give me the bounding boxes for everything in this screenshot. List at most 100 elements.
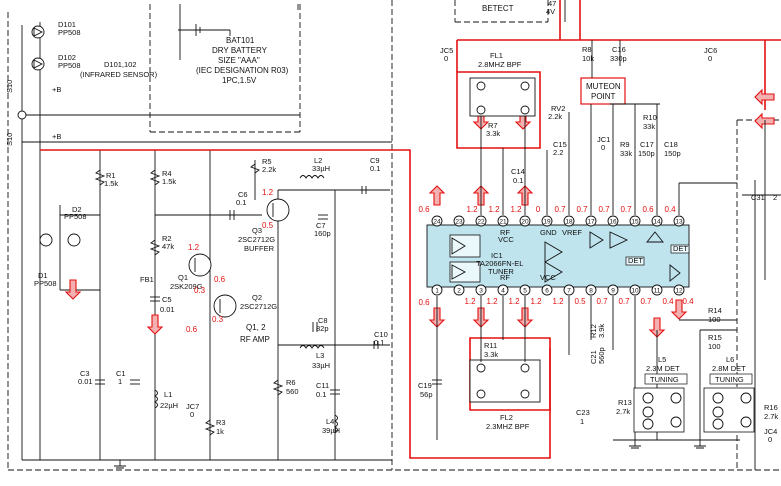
ground-icons bbox=[114, 440, 706, 469]
pin-18: 18 bbox=[565, 219, 573, 226]
c16-value: 330p bbox=[610, 54, 627, 63]
l6-tuning: TUNING bbox=[715, 375, 744, 384]
voltage-pin-13: 0.4 bbox=[664, 205, 676, 214]
q1-label: Q1 bbox=[178, 273, 188, 282]
jc4-label: JC4 bbox=[764, 427, 777, 436]
voltage-q1-s: 0.3 bbox=[194, 286, 206, 295]
d1-label: D1 bbox=[38, 271, 48, 280]
r7-label: R7 bbox=[488, 121, 498, 130]
voltage-pin-3: 1.2 bbox=[464, 297, 476, 306]
jc7-label: JC7 bbox=[186, 402, 199, 411]
battery-line-1: DRY BATTERY bbox=[212, 46, 268, 55]
battery-line-3: (IEC DESIGNATION R03) bbox=[196, 66, 289, 75]
r1-label: R1 bbox=[106, 171, 116, 180]
r16-value: 2.7k bbox=[764, 412, 778, 421]
fl1-value: 2.8MHZ BPF bbox=[478, 60, 522, 69]
c3-label: C3 bbox=[80, 369, 90, 378]
c14-value: 0.1 bbox=[513, 176, 523, 185]
l6-label: L6 bbox=[726, 355, 734, 364]
c10-value: 0.1 bbox=[374, 338, 384, 347]
pin-20: 20 bbox=[521, 219, 529, 226]
pin-22: 22 bbox=[477, 219, 485, 226]
signal-arrow-icons bbox=[64, 88, 775, 338]
jc6-label: JC6 bbox=[704, 46, 717, 55]
battery-line-2: SIZE "AAA" bbox=[218, 56, 260, 65]
voltage-pin-22: 1.2 bbox=[466, 205, 478, 214]
voltage-pin-5: 1.2 bbox=[508, 297, 520, 306]
c1-value: 1 bbox=[118, 377, 122, 386]
c15-value: 2.2 bbox=[553, 148, 563, 157]
c14-label: C14 bbox=[511, 167, 525, 176]
c17-value: 150p bbox=[638, 149, 655, 158]
pin-7: 7 bbox=[567, 288, 571, 295]
pin-9: 9 bbox=[611, 288, 615, 295]
ic1-vcc-label-2: VCC bbox=[540, 273, 556, 282]
led-icons bbox=[39, 233, 81, 247]
l5-tuning: TUNING bbox=[650, 375, 679, 384]
jc4-value: 0 bbox=[768, 435, 772, 444]
r10-value: 33k bbox=[643, 122, 655, 131]
l3-value: 33µH bbox=[312, 361, 330, 370]
ic1-vref-label: VREF bbox=[562, 228, 582, 237]
rf-amp-wiring bbox=[59, 150, 390, 460]
r12-value: 3.9k bbox=[597, 324, 606, 338]
voltage-pin-18: 0.7 bbox=[554, 205, 566, 214]
c18-label: C18 bbox=[664, 140, 678, 149]
pin-2: 2 bbox=[457, 288, 461, 295]
c21-label: C21 bbox=[589, 350, 598, 364]
voltage-pin-10: 0.7 bbox=[618, 297, 630, 306]
l6-tuning-box bbox=[709, 373, 753, 385]
c31-value: 2 bbox=[773, 193, 777, 202]
jc1-label: JC1 bbox=[597, 135, 610, 144]
pin-12: 12 bbox=[675, 288, 683, 295]
l5-label: L5 bbox=[658, 355, 666, 364]
l5-tuning-box bbox=[644, 373, 688, 385]
c18-value: 150p bbox=[664, 149, 681, 158]
l3-label: L3 bbox=[316, 351, 324, 360]
r12-label: R12 bbox=[589, 324, 598, 338]
voltage-q3-c: 1.2 bbox=[262, 188, 274, 197]
pin-13: 13 bbox=[675, 219, 683, 226]
r11-label: R11 bbox=[484, 341, 497, 350]
muteon-label-1: MUTEON bbox=[586, 82, 621, 91]
terminal-icon bbox=[17, 110, 27, 120]
c5-label: C5 bbox=[162, 295, 172, 304]
l2-value: 33µH bbox=[312, 164, 330, 173]
c11-value: 0.1 bbox=[316, 390, 326, 399]
r4-value: 1.5k bbox=[162, 177, 176, 186]
ic1-vcc-label: VCC bbox=[498, 235, 514, 244]
c10-label: C10 bbox=[374, 330, 388, 339]
c31-label: C31 bbox=[751, 193, 765, 202]
voltage-pin-15: 0.7 bbox=[620, 205, 632, 214]
c7-value: 160p bbox=[314, 229, 331, 238]
r14-label: R14 bbox=[708, 306, 722, 315]
r3-value: 1k bbox=[216, 427, 224, 436]
voltage-pin-24: 0.6 bbox=[418, 205, 430, 214]
voltage-pin-4: 1.2 bbox=[486, 297, 498, 306]
voltage-pin-8: 0.5 bbox=[574, 297, 586, 306]
q3-label: Q3 bbox=[252, 226, 262, 235]
r6-label: R6 bbox=[286, 378, 296, 387]
pin-23: 23 bbox=[455, 219, 463, 226]
voltage-pin-16: 0.7 bbox=[598, 205, 610, 214]
fb1-label: FB1 bbox=[140, 275, 154, 284]
signal-path-highlights bbox=[40, 0, 781, 459]
r15-label: R15 bbox=[708, 333, 722, 342]
ic1-rf-label: RF bbox=[500, 228, 510, 237]
l1-value: 22µH bbox=[160, 401, 178, 410]
ic1-gnd-label: GND bbox=[540, 228, 557, 237]
ic1-part: TA2066FN-EL bbox=[476, 259, 523, 268]
c9-value: 0.1 bbox=[370, 164, 380, 173]
q3-value: 2SC2712G bbox=[238, 235, 275, 244]
pin-11: 11 bbox=[654, 288, 661, 295]
jc1-value: 0 bbox=[601, 143, 605, 152]
r8-value: 10k bbox=[582, 54, 594, 63]
r14-value: 100 bbox=[708, 315, 721, 324]
battery-line-4: 1PC,1.5V bbox=[222, 76, 257, 85]
c5-value: 0.01 bbox=[160, 305, 175, 314]
q3-function: BUFFER bbox=[244, 244, 275, 253]
l6-value: 2.8M DET bbox=[712, 364, 746, 373]
q2-value: 2SC2712G bbox=[240, 302, 277, 311]
q1-value: 2SK209G bbox=[170, 282, 203, 291]
c1-label: C1 bbox=[116, 369, 126, 378]
